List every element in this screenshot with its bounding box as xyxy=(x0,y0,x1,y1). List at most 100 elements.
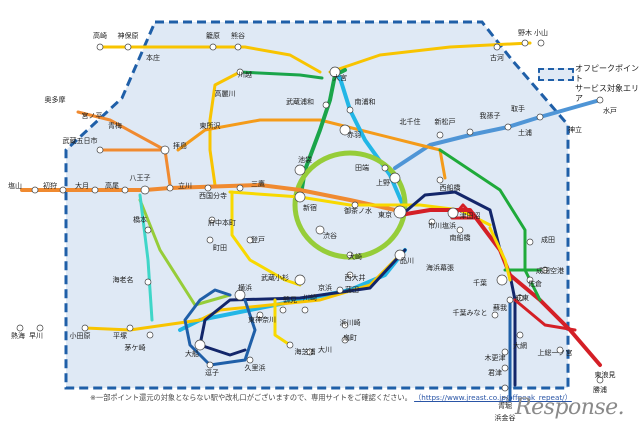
station-label: 西国分寺 xyxy=(199,191,227,200)
station-label: 水戸 xyxy=(603,106,617,115)
station-label: 鶴見 xyxy=(283,295,297,304)
station-label: 上野 xyxy=(376,178,390,187)
station-label: 佐倉 xyxy=(528,279,542,288)
station-label: 熊谷 xyxy=(231,31,245,40)
station-label: 蘇我 xyxy=(493,303,507,312)
station-label: 八王子 xyxy=(130,174,151,182)
service-area xyxy=(64,20,570,390)
station-label: 川崎 xyxy=(303,293,317,302)
station-label: 浜川崎 xyxy=(340,318,361,327)
station-label: 大宮 xyxy=(333,73,347,82)
station-label: 津田沼 xyxy=(460,211,481,220)
station-label: 初狩 xyxy=(43,181,57,190)
station-label: 本庄 xyxy=(146,53,160,62)
station-label: 青堀 xyxy=(498,401,512,410)
station-label: 北千住 xyxy=(400,117,421,126)
station-label: 府中本町 xyxy=(208,218,236,227)
station-label: 三鷹 xyxy=(251,179,265,188)
line-narita xyxy=(438,148,542,302)
station-label: 橋本 xyxy=(133,215,147,224)
footnote-text: ※一部ポイント還元の対象とならない駅や改札口がございますので、専用サイトをご確認… xyxy=(90,393,412,402)
station-label: 南浦和 xyxy=(355,97,376,106)
station-label: 籠原 xyxy=(206,31,220,40)
station-label: 茅ケ崎 xyxy=(125,343,146,352)
station-label: 立川 xyxy=(178,181,192,190)
legend-swatch xyxy=(538,68,574,81)
station-label: 海浜幕張 xyxy=(426,263,454,272)
station-label: 上総一ノ宮 xyxy=(538,348,573,357)
line-utsunomiya xyxy=(328,41,532,74)
station-labels: 高崎神保原本庄籠原熊谷古河野木小山川越大宮奥多摩高麗川武蔵浦和南浦和東所沢赤羽北… xyxy=(8,28,617,422)
station-label: 成田 xyxy=(541,235,555,244)
watermark-logo: Response. xyxy=(515,395,625,420)
line-chuo-sobu xyxy=(228,190,492,227)
station-label: 土浦 xyxy=(518,128,532,137)
line-yokosuka xyxy=(198,248,407,357)
station-label: 品川 xyxy=(400,257,414,265)
station-label: 川越 xyxy=(238,70,252,79)
station-label: 久里浜 xyxy=(245,363,266,372)
station-label: 高麗川 xyxy=(215,89,236,98)
line-tokaido xyxy=(83,253,402,332)
line-kawagoe xyxy=(238,70,324,80)
station-label: 田端 xyxy=(355,163,369,172)
station-label: 古河 xyxy=(490,53,504,62)
station-label: 東所沢 xyxy=(200,121,221,130)
station-label: 大川 xyxy=(318,345,332,354)
station-label: 赤羽 xyxy=(347,131,361,139)
station-label: 大崎 xyxy=(348,252,362,261)
station-label: 熱海 xyxy=(11,331,25,340)
station-label: 取手 xyxy=(511,104,525,113)
line-nambu xyxy=(230,190,302,287)
station-label: 東浪見 xyxy=(595,370,616,379)
station-label: 拝島 xyxy=(173,141,187,150)
station-label: 町田 xyxy=(213,244,227,252)
station-label: 新宿 xyxy=(303,203,317,212)
station-label: 海芝浦 xyxy=(295,347,316,356)
station-label: 塩山 xyxy=(8,181,22,190)
station-label: 奥多摩 xyxy=(45,95,66,104)
line-yokohama xyxy=(138,198,232,307)
station-label: 浜金谷 xyxy=(495,413,516,422)
station-label: 御茶ノ水 xyxy=(344,206,372,215)
station-label: 西大井 xyxy=(345,273,366,282)
station-label: 千葉 xyxy=(473,278,487,287)
station-label: 西船橋 xyxy=(440,183,461,192)
station-label: 大船 xyxy=(185,349,199,358)
station-label: 成田空港 xyxy=(536,266,564,275)
station-label: 武蔵五日市 xyxy=(63,136,98,145)
station-label: 勝浦 xyxy=(593,385,607,394)
station-label: 武蔵小杉 xyxy=(261,273,289,282)
line-takasaki xyxy=(98,45,322,74)
station-label: 君津 xyxy=(488,369,502,377)
station-label: 小田原 xyxy=(70,331,91,340)
station-label: 早川 xyxy=(29,332,43,340)
station-label: 横浜 xyxy=(238,283,252,292)
line-joban xyxy=(393,98,602,170)
station-label: 海老名 xyxy=(113,275,134,284)
station-label: 大網 xyxy=(513,341,527,350)
station-label: 成東 xyxy=(515,293,529,302)
legend-label: オフピークポイント サービス対象エリア xyxy=(575,64,640,104)
station-label: 蒲田 xyxy=(345,285,359,294)
line-sobu-east xyxy=(488,226,512,282)
line-ome xyxy=(76,110,172,187)
station-label: 神立 xyxy=(568,125,582,134)
station-label: 京浜 xyxy=(318,283,332,292)
line-tsurumi xyxy=(273,298,292,347)
station-label: 青梅 xyxy=(108,121,122,130)
legend-line1: オフピークポイント xyxy=(575,64,639,83)
station-label: 我孫子 xyxy=(480,111,501,120)
legend-line2: サービス対象エリア xyxy=(575,84,639,103)
footnote-link[interactable]: （https://www.jreast.co.jp/offpeak_repeat… xyxy=(414,393,572,402)
station-label: 逗子 xyxy=(205,368,219,377)
station-label: 新松戸 xyxy=(435,117,456,126)
station-label: 神保原 xyxy=(118,31,139,40)
station-label: 登戸 xyxy=(251,235,265,244)
station-label: 小山 xyxy=(534,28,548,37)
station-label: 渋谷 xyxy=(323,231,337,240)
station-label: 大月 xyxy=(75,181,89,190)
station-label: 木更津 xyxy=(485,353,506,362)
station-label: 池袋 xyxy=(298,155,312,164)
